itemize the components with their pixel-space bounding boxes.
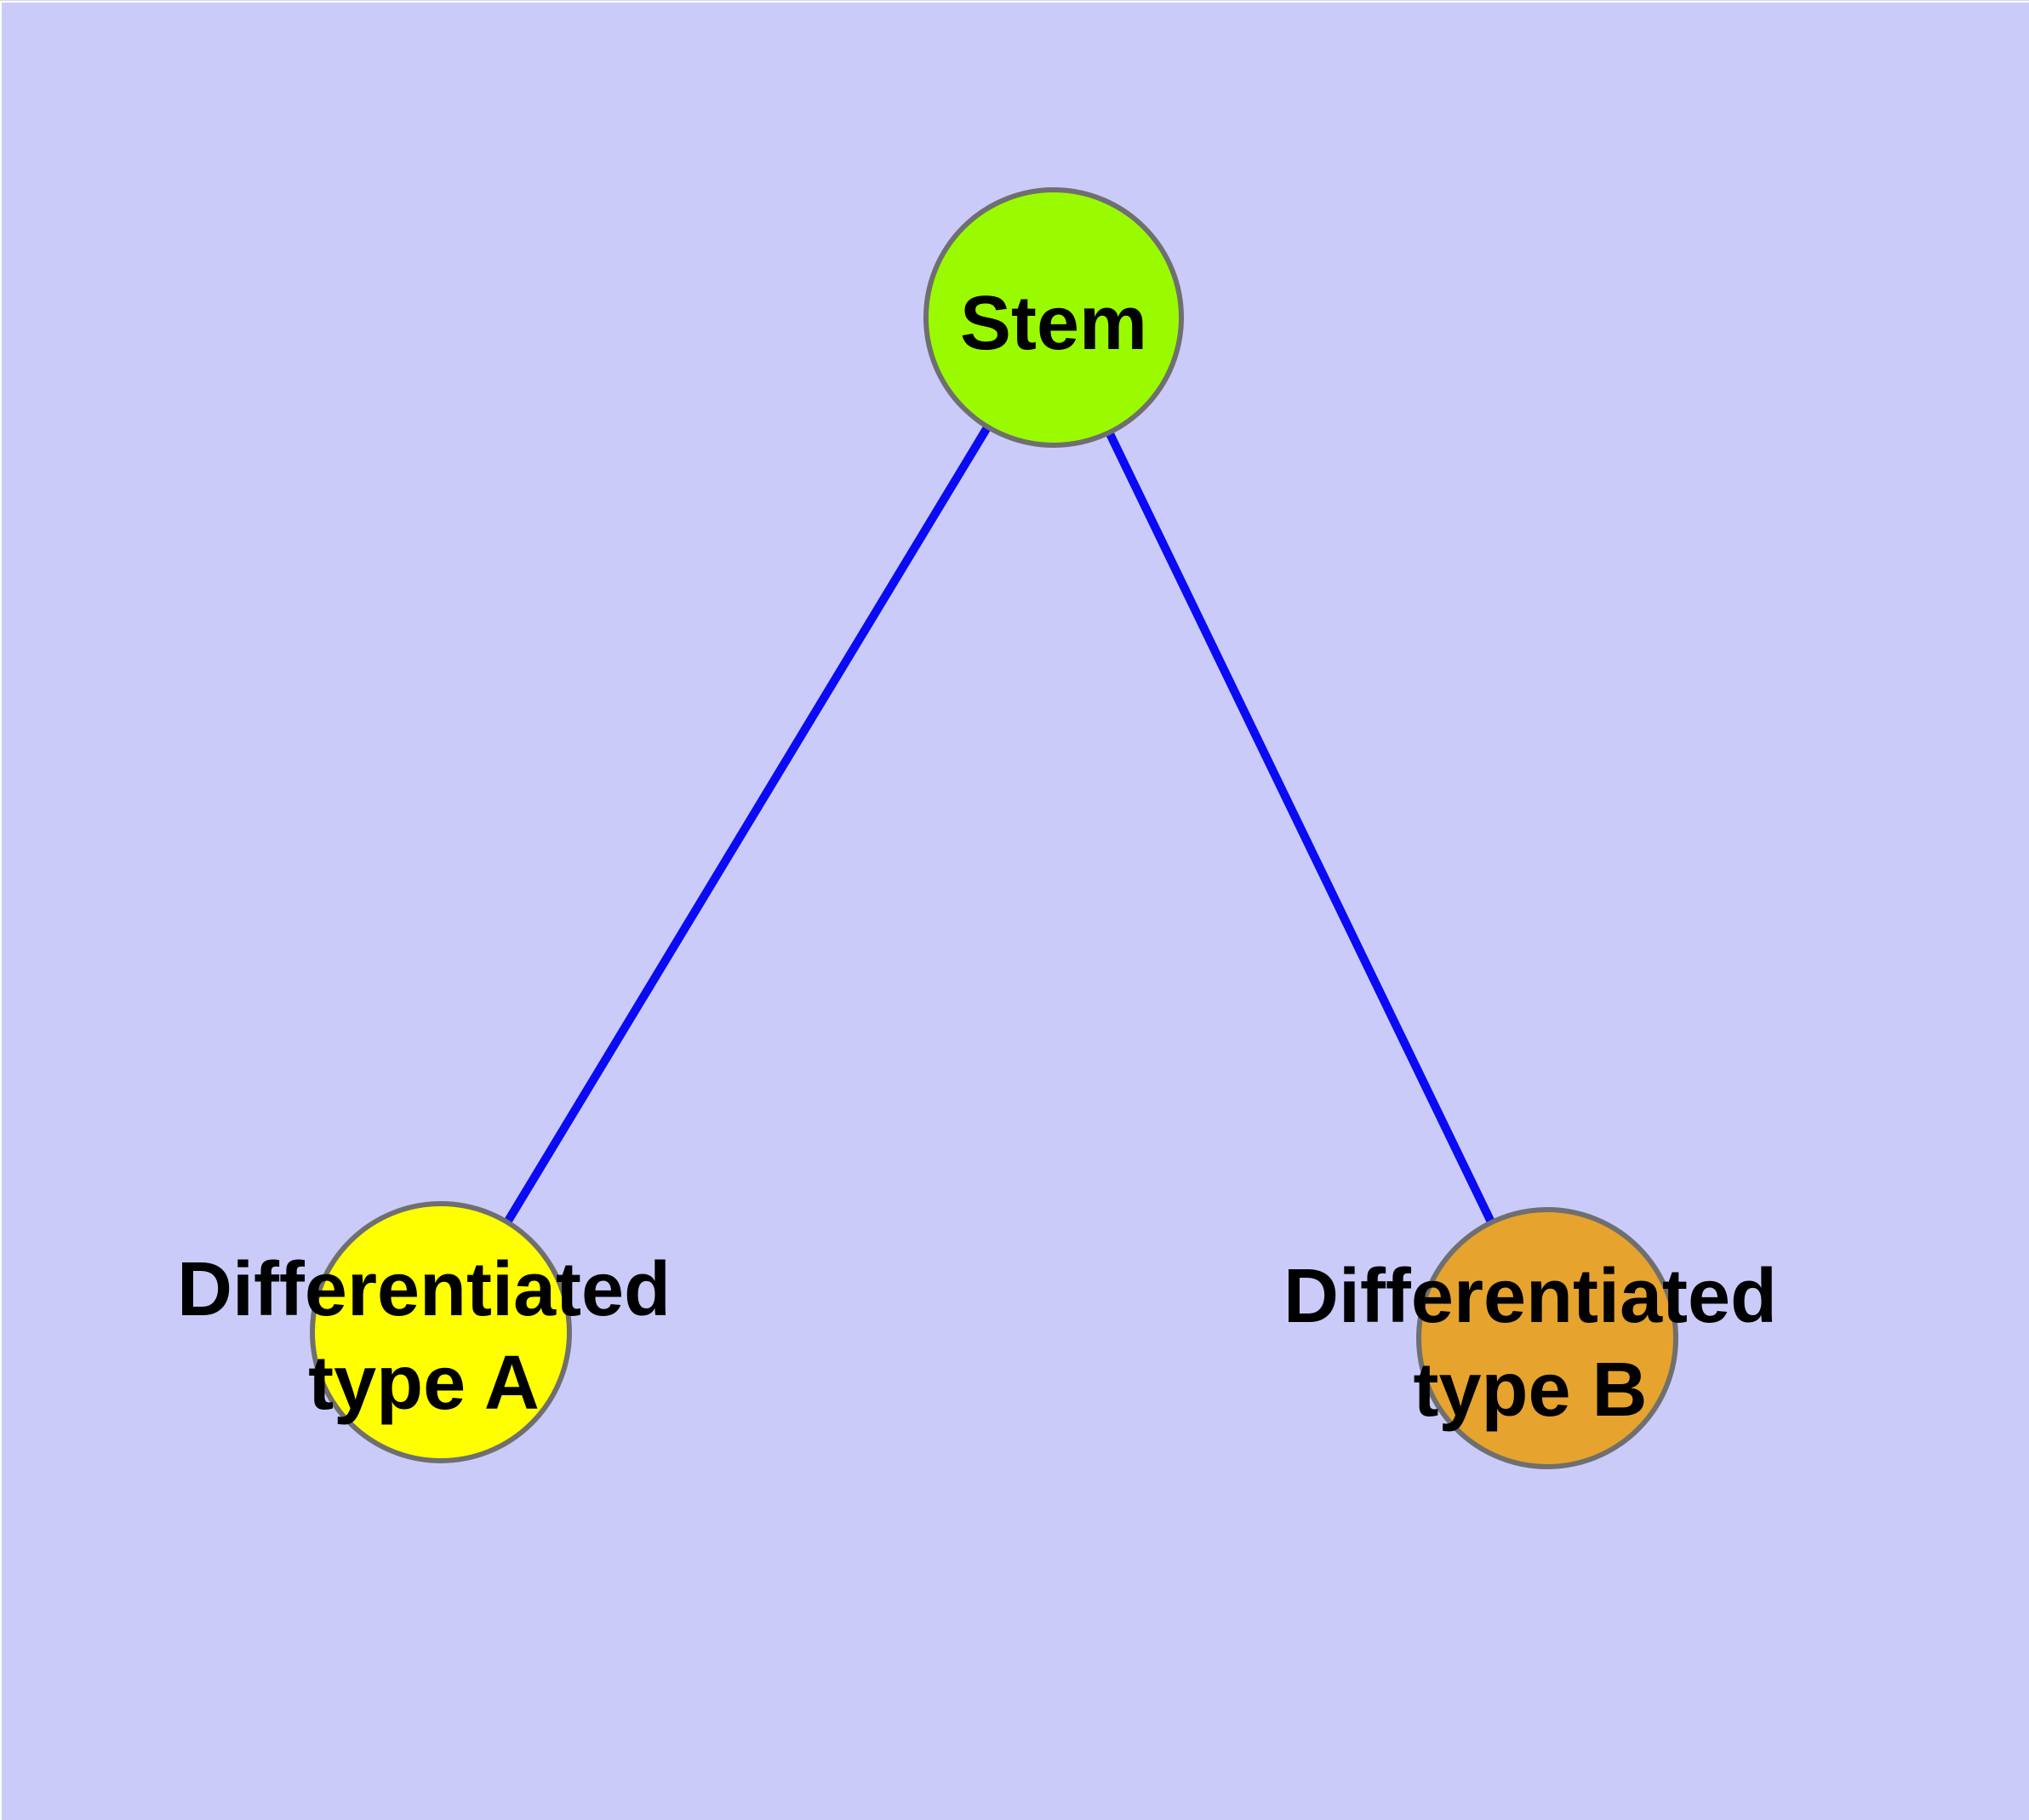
node-label-line: type B (1413, 1348, 1647, 1433)
node-label-line: Differentiated (177, 1247, 671, 1332)
node-label-stem: Stem (960, 281, 1147, 366)
node-label-line: Stem (960, 281, 1147, 366)
node-label-differentiated-type-a: Differentiated type A (177, 1247, 671, 1426)
node-label-line: Differentiated (1283, 1254, 1777, 1339)
edge-stem-to-differentiated-type-a (437, 315, 1058, 1335)
node-differentiated-type-b (1416, 1207, 1678, 1469)
node-label-differentiated-type-b: Differentiated type B (1283, 1254, 1777, 1433)
node-label-line: type A (308, 1341, 540, 1426)
top-border-line (0, 0, 2029, 1)
edge-stem-to-differentiated-type-b (1049, 315, 1552, 1341)
node-stem (923, 187, 1184, 448)
node-differentiated-type-a (310, 1201, 572, 1463)
